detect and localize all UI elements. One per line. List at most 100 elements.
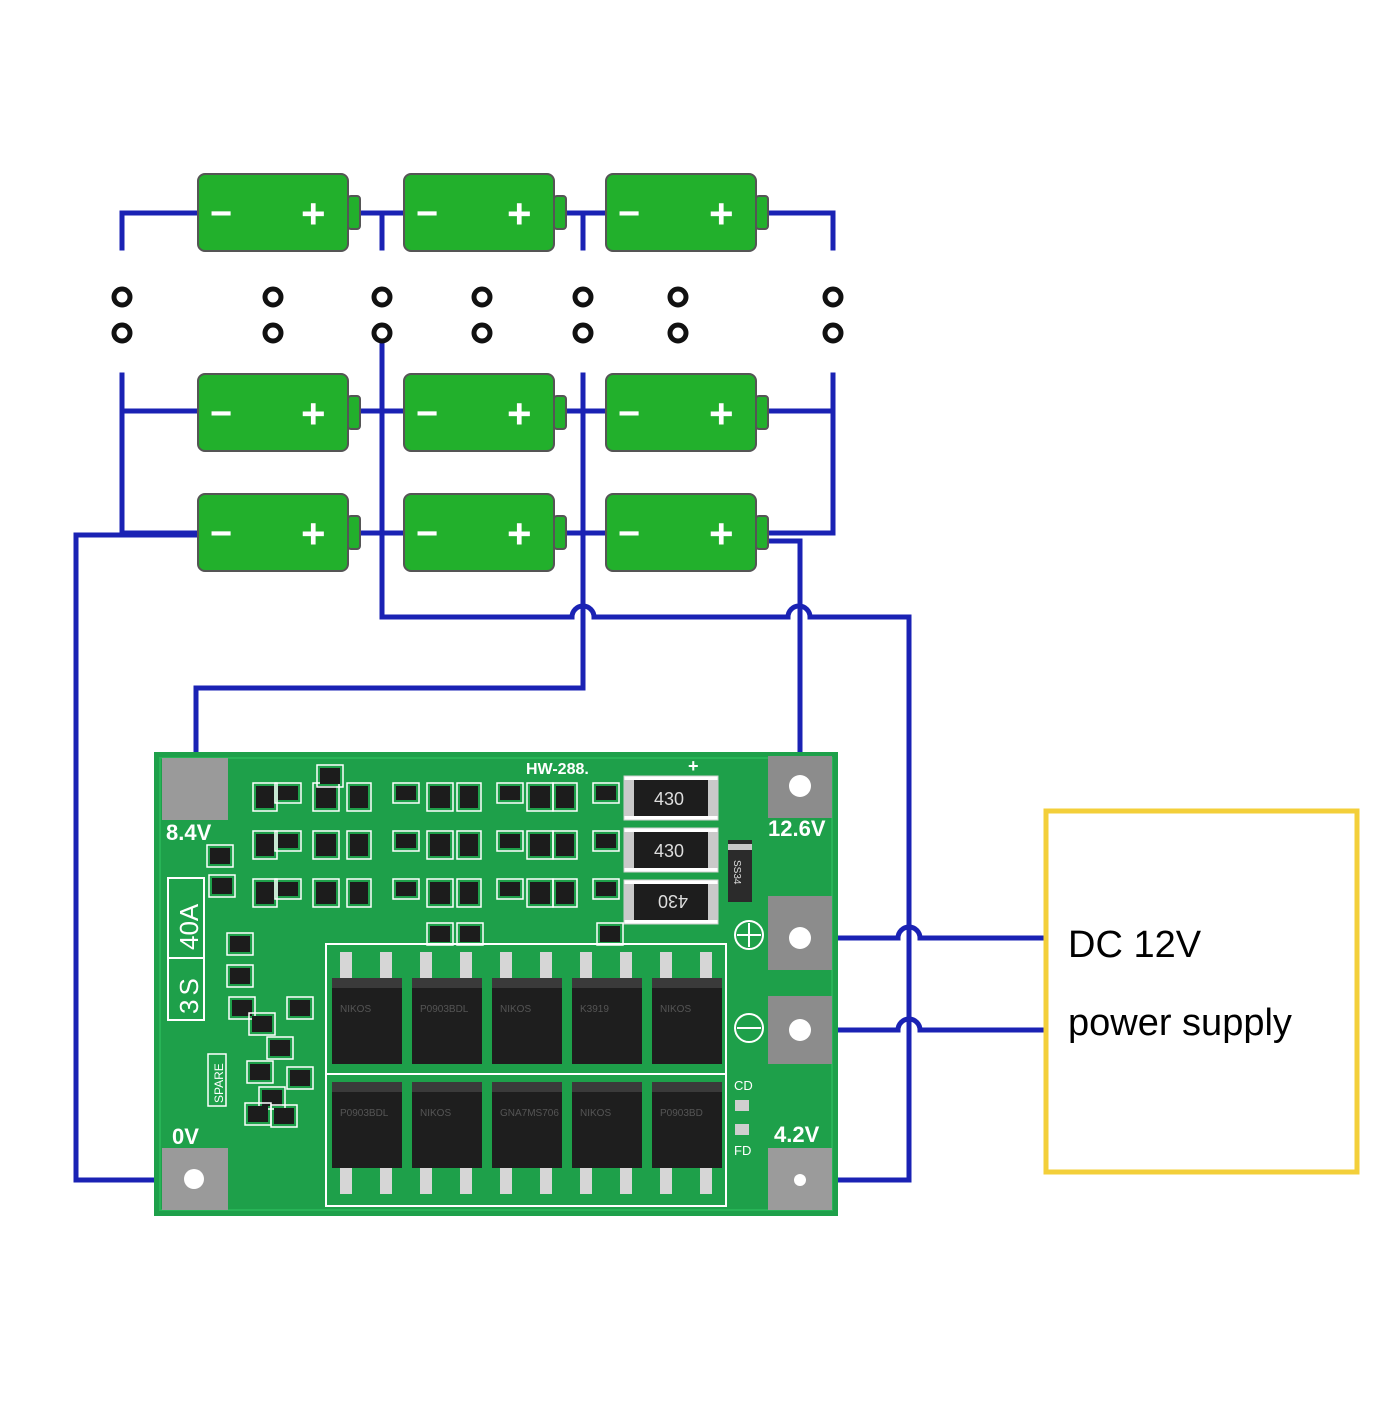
smd-chip [248,1012,276,1036]
wire-hop-3 [895,924,923,941]
battery-nub [755,395,769,430]
battery-cell: −+ [605,173,769,252]
smd-chip [346,830,372,860]
mosfet: NIKOS [492,952,562,1064]
smd-chip [426,878,454,908]
terminal-ring [572,286,594,308]
battery-cell: −+ [605,493,769,572]
spare-label: SPARE [207,1053,227,1107]
terminal-ring [371,322,393,344]
battery-cell: −+ [605,373,769,452]
wire-top-left [119,210,201,251]
battery-nub [553,515,567,550]
smd-chip [286,1066,314,1090]
battery-nub [347,195,361,230]
battery-plus-icon: + [507,510,532,557]
battery-plus-icon: + [709,390,734,437]
battery-nub [553,395,567,430]
pcb-inner-edge [159,757,833,1211]
battery-minus-icon: − [618,193,640,235]
label-12v6: 12.6V [768,816,826,841]
battery-nub [347,515,361,550]
smd-chip [426,830,454,860]
fd-pad [735,1124,749,1135]
battery-minus-icon: − [618,393,640,435]
mosfet-marking: NIKOS [500,1004,531,1015]
label-cd: CD [734,1078,753,1093]
battery-cell: −+ [403,173,567,252]
mosfet-marking: NIKOS [340,1004,371,1015]
bms-board: 8.4V 12.6V 0V 4.2V HW-288. + 3S 40A SPAR… [154,752,838,1216]
battery-minus-icon: − [618,513,640,555]
battery-minus-icon: − [210,513,232,555]
smd-chip [426,782,454,812]
battery-nub [755,195,769,230]
shunt-resistor: 430 [623,827,719,873]
battery-nub [755,515,769,550]
battery-cell: −+ [403,373,567,452]
smd-chip [252,782,278,812]
smd-chip [274,878,302,900]
mosfet: NIKOS [412,1082,482,1194]
label-plus-sign: + [688,756,699,776]
wire-12v6 [767,538,803,788]
wire-8v4 [193,602,586,786]
terminal-ring [371,286,393,308]
spec-label: 3S 40A [167,877,205,1021]
smd-chip [526,782,554,812]
terminal-ring [572,322,594,344]
wires [73,210,1049,1183]
mosfet-marking: P0903BDL [420,1004,469,1015]
smd-chip [392,878,420,900]
mosfet-marking: NIKOS [580,1108,611,1119]
power-supply-box [1043,808,1360,1175]
label-8v4: 8.4V [166,820,212,845]
pad-4v2-hole [794,1174,806,1186]
smd-chip [252,830,278,860]
smd-chip [456,922,484,946]
smd-chip [270,1104,298,1128]
battery-plus-icon: + [301,510,326,557]
terminal-ring [111,322,133,344]
smd-chip [456,782,482,812]
mosfet-marking: P0903BDL [340,1108,389,1119]
mosfet: P0903BDL [412,952,482,1064]
battery-minus-icon: − [210,193,232,235]
smd-chip [312,830,340,860]
pad-plus-hole [789,927,811,949]
smd-chip [392,782,420,804]
mosfet: NIKOS [572,1082,642,1194]
battery-cell: −+ [197,173,361,252]
label-0v: 0V [172,1124,199,1149]
smd-chip [496,830,524,852]
terminal-ring [822,286,844,308]
smd-chip [274,830,302,852]
smd-chip [526,878,554,908]
mosfet: P0903BD [652,1082,722,1194]
smd-chip [258,1086,286,1110]
smd-chip [208,874,236,898]
battery-cell: −+ [197,493,361,572]
smd-chip [244,1102,272,1126]
shunt-resistors: 430 430 430 [623,775,719,925]
label-4v2: 4.2V [774,1122,820,1147]
smd-chip [552,878,578,908]
smd-chip [252,878,278,908]
smd-chip [552,782,578,812]
smd-chip [592,830,620,852]
smd-chip [266,1036,294,1060]
battery-minus-icon: − [416,193,438,235]
shunt-resistor: 430 [623,879,719,925]
battery-cell: −+ [403,493,567,572]
mosfet-marking: NIKOS [660,1004,691,1015]
smd-chip [596,922,624,946]
smd-chip [392,830,420,852]
terminal-ring [262,322,284,344]
label-fd: FD [734,1143,751,1158]
smd-chip [316,764,344,788]
pad-0v-hole [184,1169,204,1189]
battery-plus-icon: + [507,190,532,237]
smd-components [206,764,624,1128]
mosfet: P0903BDL [332,1082,402,1194]
resistor-marking: 430 [654,789,684,809]
